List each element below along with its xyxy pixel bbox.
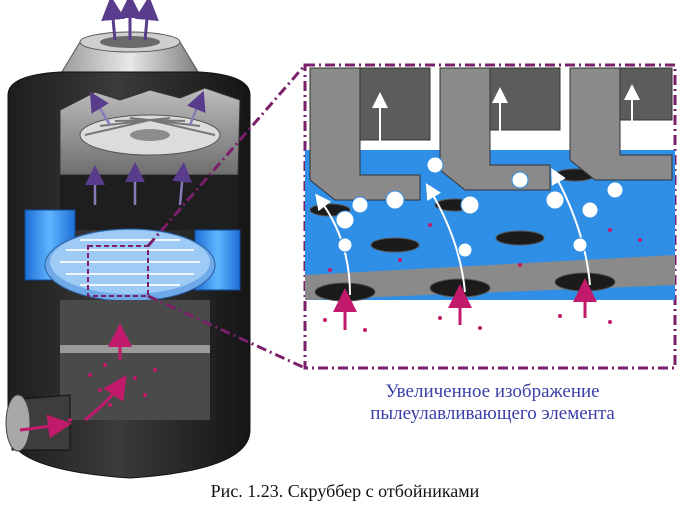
zoomed-inset <box>303 63 677 370</box>
exhaust-arrows <box>101 0 159 41</box>
scrubber-vessel <box>5 0 251 479</box>
inlet-pipe <box>5 394 71 452</box>
dust-droplets <box>335 156 624 258</box>
dust-inflow-arrows <box>19 323 132 439</box>
inset-caption-line1: Увеличенное изображение <box>385 381 600 402</box>
perforated-tray <box>44 228 216 302</box>
swirl-vanes <box>79 114 221 156</box>
inset-caption-line2: пылеулавливающего элемента <box>370 403 615 424</box>
zoom-lines <box>146 64 307 370</box>
figure-caption: Рис. 1.23. Скруббер с отбойниками <box>210 481 480 501</box>
baffles <box>309 67 673 201</box>
inset-caption: Увеличенное изображение пылеулавливающег… <box>330 381 655 425</box>
inflow-arrows-inset <box>333 278 597 330</box>
